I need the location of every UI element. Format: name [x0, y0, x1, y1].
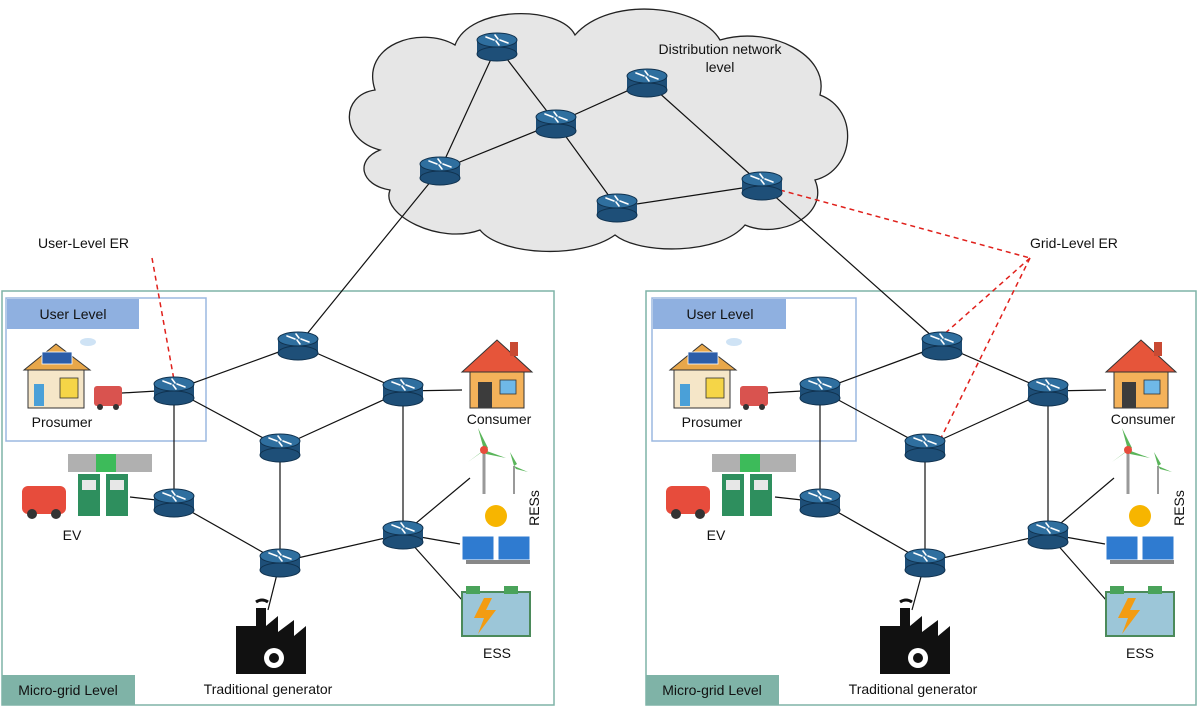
ress-label: RESs	[526, 490, 542, 526]
ess-label: ESS	[483, 645, 511, 661]
right-user-level-label: User Level	[687, 306, 754, 322]
right-user-level-tag	[653, 299, 786, 329]
solar-panel-icon	[1105, 505, 1175, 564]
left-microgrid-tag	[2, 675, 135, 705]
left-user-level-label: User Level	[40, 306, 107, 322]
user-level-er-callout: User-Level ER	[38, 235, 129, 251]
router-icon	[741, 171, 783, 201]
consumer-label: Consumer	[467, 411, 532, 427]
consumer-house-icon	[1104, 339, 1178, 409]
factory-icon	[880, 598, 950, 674]
ev-charging-icon	[22, 454, 152, 519]
router-icon	[1027, 377, 1069, 407]
ev-label: EV	[707, 527, 726, 543]
right-microgrid-panel	[645, 290, 1197, 706]
left-microgrid-panel	[1, 290, 555, 706]
factory-icon	[236, 598, 306, 674]
wind-turbine-icon	[1112, 428, 1172, 494]
router-icon	[277, 331, 319, 361]
ev-label: EV	[63, 527, 82, 543]
router-icon	[476, 32, 518, 62]
router-icon	[153, 488, 195, 518]
left-user-level-box	[5, 297, 207, 442]
prosumer-icon	[22, 338, 122, 410]
left-user-level-tag	[7, 299, 139, 329]
router-icon	[535, 109, 577, 139]
router-icon	[153, 376, 195, 406]
generator-label: Traditional generator	[849, 681, 978, 697]
consumer-house-icon	[460, 339, 534, 409]
battery-storage-icon	[1105, 586, 1175, 637]
router-icon	[626, 68, 668, 98]
right-microgrid-tag	[646, 675, 779, 705]
router-icon	[259, 433, 301, 463]
router-icon	[596, 193, 638, 223]
grid-level-er-callout: Grid-Level ER	[1030, 235, 1118, 251]
right-microgrid-label: Micro-grid Level	[662, 682, 762, 698]
wind-turbine-icon	[468, 428, 528, 494]
prosumer-label: Prosumer	[32, 414, 93, 430]
router-icon	[259, 548, 301, 578]
uplinks	[297, 169, 943, 346]
prosumer-label: Prosumer	[682, 414, 743, 430]
router-icon	[799, 488, 841, 518]
router-icon	[799, 376, 841, 406]
cloud-title-line2: level	[706, 59, 735, 75]
router-icon	[382, 520, 424, 550]
cloud-title-line1: Distribution network	[659, 41, 783, 57]
left-microgrid-label: Micro-grid Level	[18, 682, 118, 698]
router-icon	[904, 433, 946, 463]
router-icon	[1027, 520, 1069, 550]
battery-storage-icon	[461, 586, 531, 637]
ess-label: ESS	[1126, 645, 1154, 661]
router-icon	[419, 156, 461, 186]
router-icon	[921, 331, 963, 361]
router-icon	[382, 377, 424, 407]
prosumer-icon	[668, 338, 768, 410]
ress-label: RESs	[1171, 490, 1187, 526]
router-icon	[904, 548, 946, 578]
solar-panel-icon	[461, 505, 531, 564]
ev-charging-icon	[666, 454, 796, 519]
right-user-level-box	[651, 297, 857, 442]
generator-label: Traditional generator	[204, 681, 333, 697]
er-callout-lines	[151, 189, 1031, 441]
consumer-label: Consumer	[1111, 411, 1176, 427]
